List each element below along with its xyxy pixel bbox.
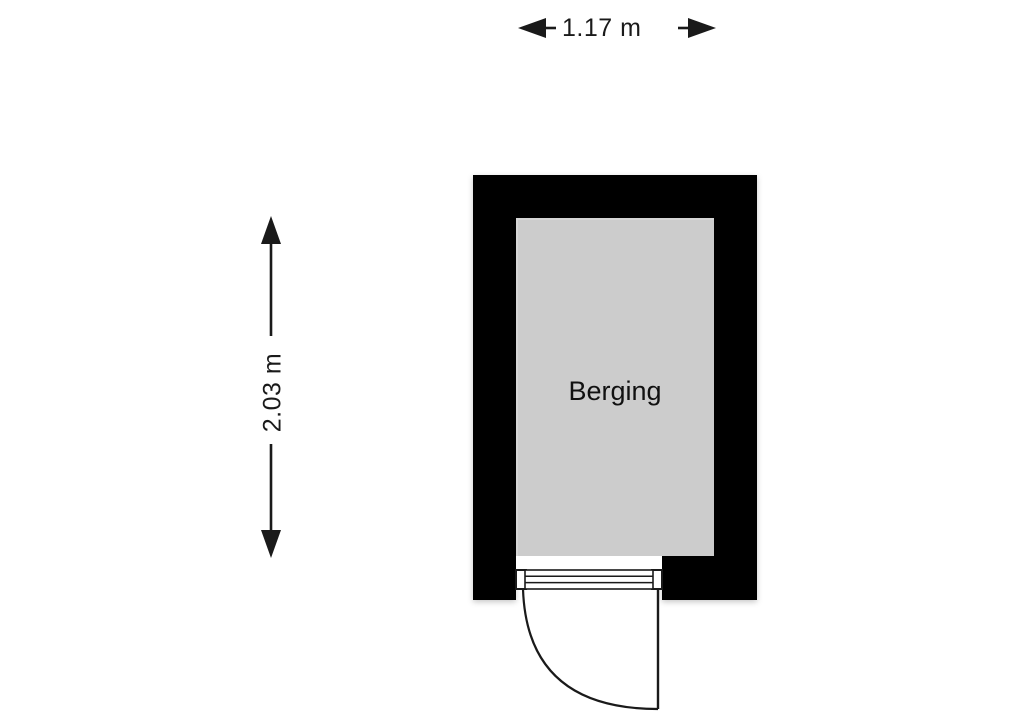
horizontal-dimension-label: 1.17 m <box>562 14 642 42</box>
vertical-dimension-label: 2.03 m <box>258 352 287 433</box>
door-threshold <box>515 556 663 590</box>
vertical-dimension-arrow <box>261 216 281 558</box>
room-floor <box>516 218 714 556</box>
horizontal-dimension-arrow <box>518 18 716 38</box>
door-swing <box>521 588 660 711</box>
room-label-berging: Berging <box>568 376 662 406</box>
